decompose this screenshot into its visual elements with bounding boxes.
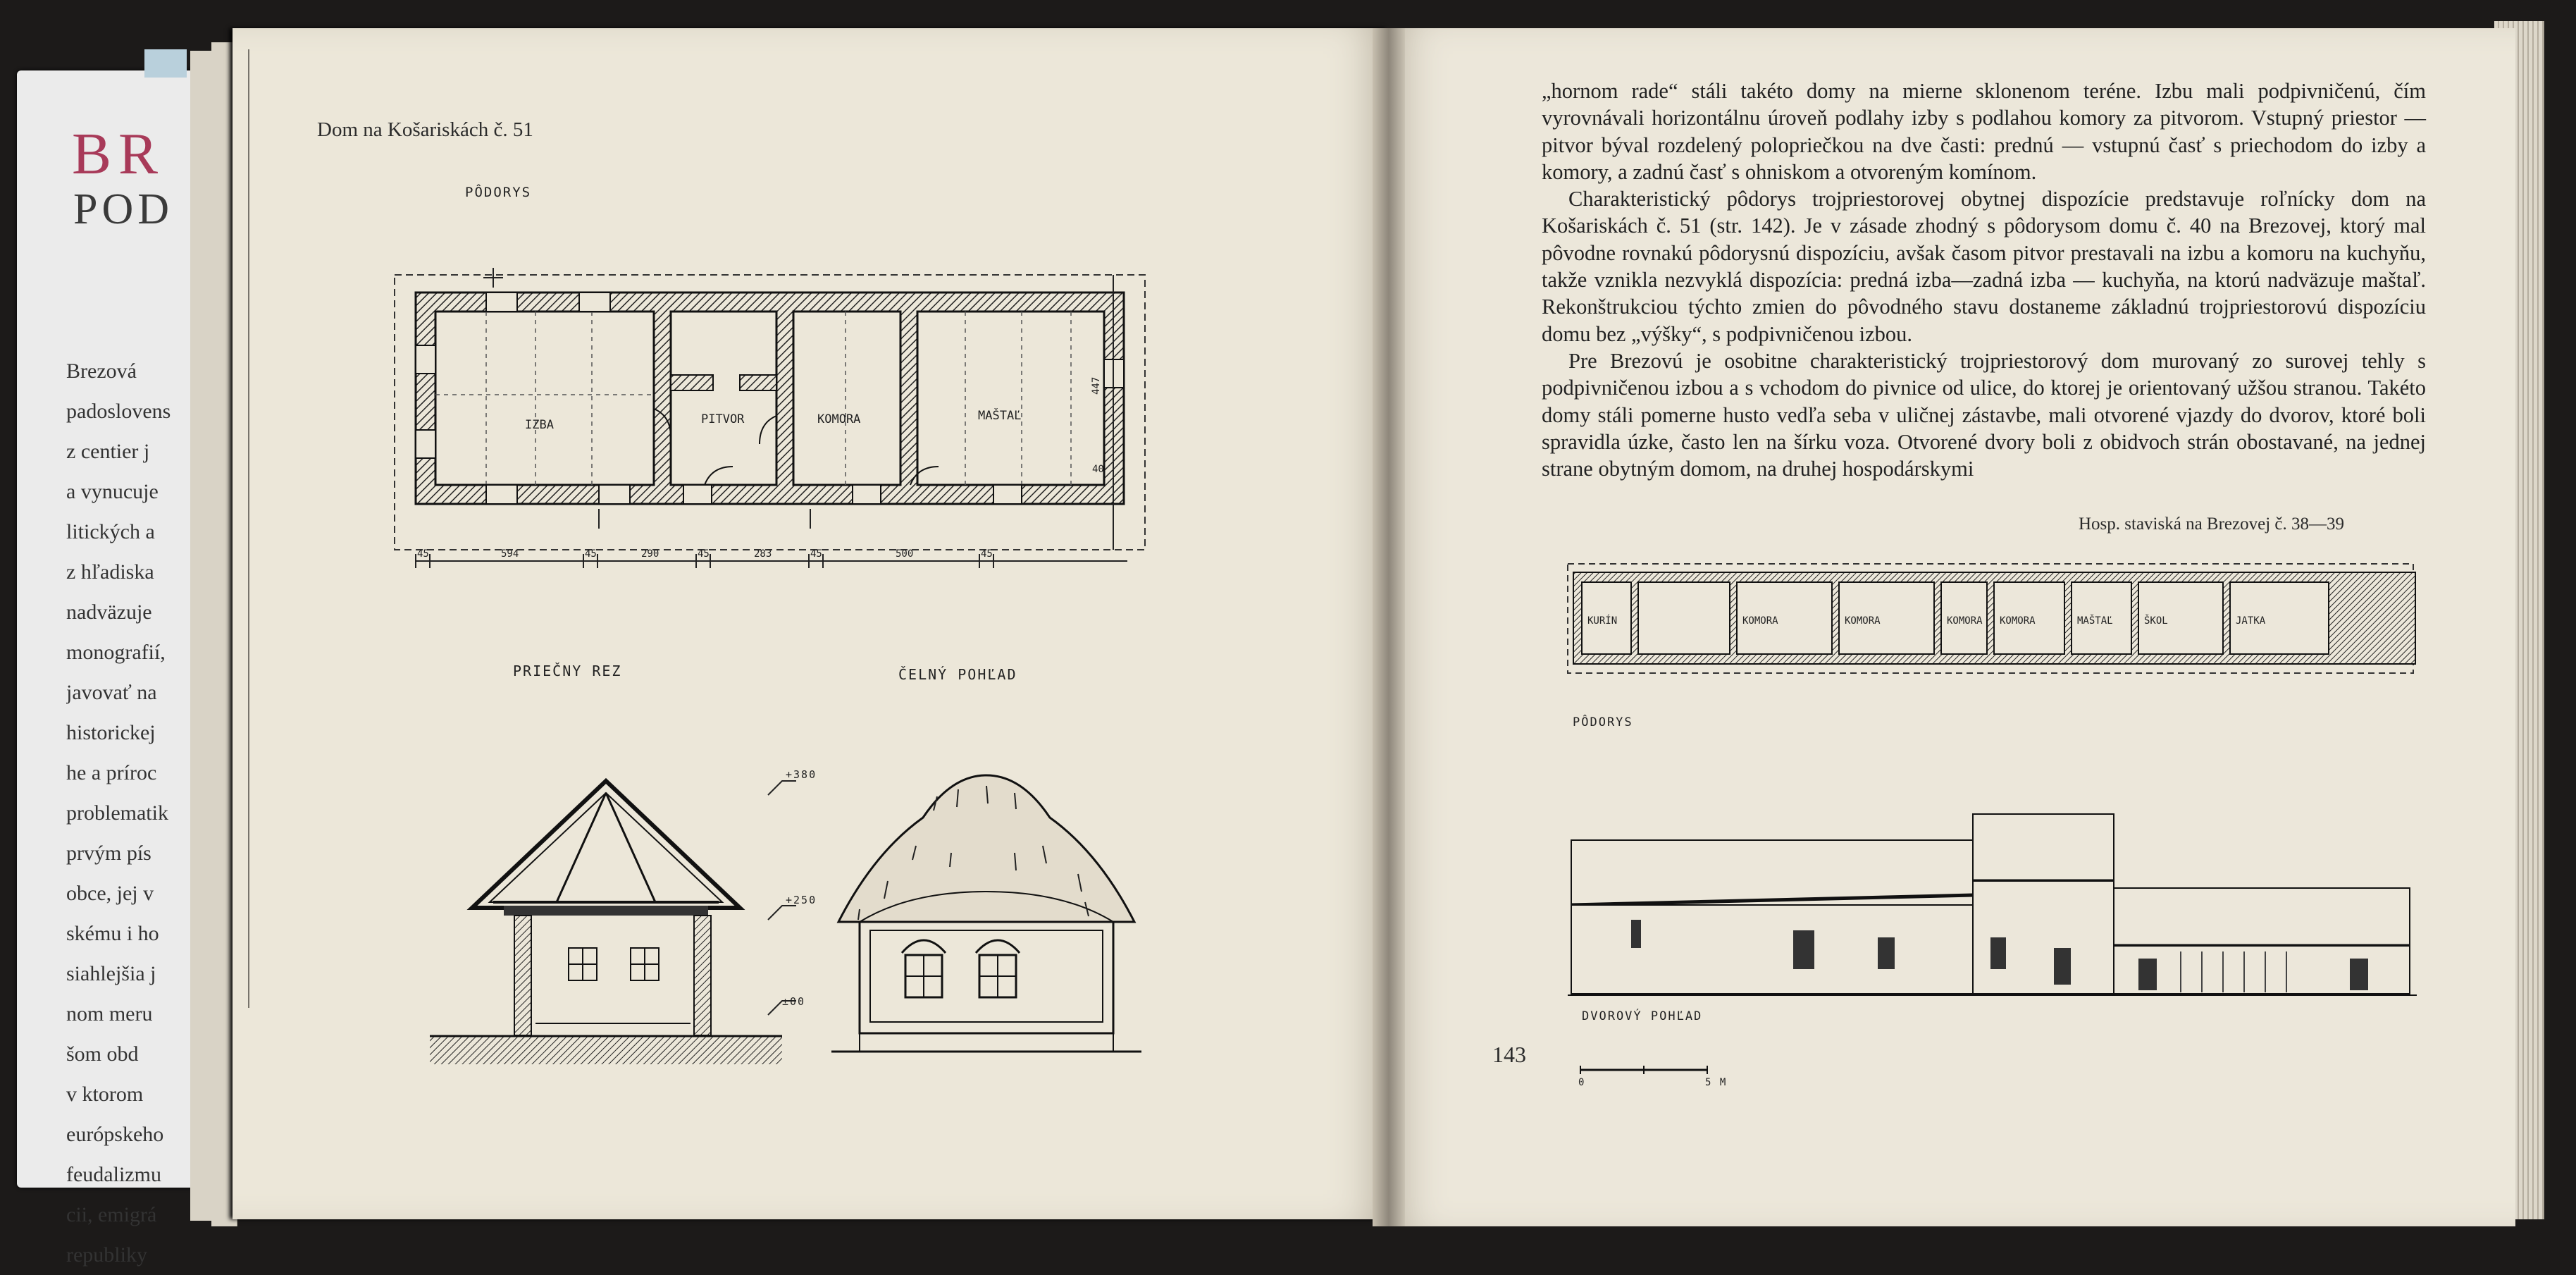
cover-blurb-line: historickej: [66, 721, 156, 744]
scale-end: 5 M: [1705, 1077, 1728, 1088]
farm-plan-room: [2138, 581, 2224, 655]
book-gutter: [1373, 28, 1405, 1226]
cross-section-drawing: [430, 777, 782, 1064]
cover-blurb-line: nadväzuje: [66, 600, 152, 624]
cover-blurb-line: he a príroc: [66, 761, 157, 784]
farm-plan-room-label: KOMORA: [1742, 615, 1778, 627]
farm-plan-room: [1637, 581, 1730, 655]
cover-blurb-line: monografií,: [66, 641, 166, 664]
cover-blurb-line: feudalizmu: [66, 1163, 161, 1186]
farm-plan-room: [2229, 581, 2329, 655]
room-label-pitvor: PITVOR: [701, 412, 745, 426]
cover-blurb-line: nom meru: [66, 1002, 153, 1025]
cover-title: BR: [72, 121, 166, 187]
cover-blurb: Brezová padoslovens z centier j a vynucuje l…: [66, 351, 207, 1275]
farm-plan-label: PÔDORYS: [1573, 715, 1633, 729]
side-dimension-2: 40: [1092, 464, 1104, 475]
cover-edge: [144, 49, 187, 78]
farm-plan-room-label: KURÍN: [1587, 615, 1617, 627]
cover-blurb-line: cii, emigrá: [66, 1203, 157, 1226]
dimension-label: 594: [501, 548, 519, 560]
page-margin-line: [248, 49, 249, 1008]
side-dimension: 447: [1091, 377, 1102, 395]
cover-blurb-line: európskeho: [66, 1123, 164, 1146]
paragraph-1: „hornom rade“ stáli takéto domy na miern…: [1542, 79, 2426, 184]
cover-blurb-line: javovať na: [66, 681, 157, 704]
dimension-label: 500: [896, 548, 913, 560]
cover-blurb-line: republiky: [66, 1243, 147, 1267]
room-label-mastal: MAŠTAĽ: [978, 407, 1021, 423]
cover-blurb-line: Brezová: [66, 359, 137, 383]
farm-plan-room-label: KOMORA: [1947, 615, 1983, 627]
dimension-line: 45 594 45 290 45 283 45 500 45: [415, 548, 1127, 568]
page-number: 143: [1492, 1042, 1526, 1067]
level-marker-middle: +250: [786, 894, 817, 906]
cover-blurb-line: a vynucuje: [66, 480, 159, 503]
cover-blurb-line: skému i ho: [66, 922, 159, 945]
scale-start: 0: [1578, 1077, 1586, 1088]
dimension-label: 45: [981, 548, 993, 560]
cover-subtitle: POD: [73, 185, 174, 233]
level-ticks: [767, 780, 796, 1016]
dimension-label: 45: [417, 548, 429, 560]
farm-plan-room: [1736, 581, 1833, 655]
cover-blurb-line: z hľadiska: [66, 560, 154, 584]
farm-plan-room: [1838, 581, 1935, 655]
body-text: „hornom rade“ stáli takéto domy na miern…: [1542, 78, 2426, 482]
farm-plan-room: [1940, 581, 1988, 655]
book-cover: BR POD Brezová padoslovens z centier j a vy…: [17, 70, 207, 1267]
cover-blurb-line: šom obd: [66, 1042, 139, 1066]
farm-plan-room: [1581, 581, 1632, 655]
dimension-label: 45: [585, 548, 597, 560]
scale-bar: [1580, 1066, 1708, 1074]
farm-plan-room-label: ŠKOL: [2144, 614, 2168, 627]
yard-view-label: DVOROVÝ POHĽAD: [1582, 1009, 1703, 1023]
paragraph-2: Charakteristický pôdorys trojpriestorove…: [1542, 187, 2426, 346]
figure-caption: Hosp. staviská na Brezovej č. 38—39: [2079, 515, 2345, 534]
section-label: PRIEČNY REZ: [513, 663, 622, 679]
cover-blurb-line: padoslovens: [66, 400, 171, 423]
cover-blurb-line: siahlejšia j: [66, 962, 156, 985]
dimension-label: 290: [641, 548, 659, 560]
plan-label: PÔDORYS: [465, 185, 532, 200]
running-title: Dom na Košariskách č. 51: [317, 118, 533, 141]
cover-blurb-line: prvým pís: [66, 842, 151, 865]
front-view-drawing: [831, 774, 1141, 1053]
farm-plan-room-label: KOMORA: [1845, 615, 1881, 627]
level-marker-top: +380: [786, 768, 817, 781]
farm-plan-room: [1993, 581, 2065, 655]
paragraph-3: Pre Brezovú je osobitne charakteristický…: [1542, 348, 2426, 481]
left-page: [233, 28, 1388, 1219]
cover-blurb-line: obce, jej v: [66, 882, 154, 905]
farm-plan-room-label: JATKA: [2236, 615, 2266, 627]
cover-blurb-line: problematik: [66, 801, 168, 825]
floor-plan-drawing: IZBA PITVOR KOMORA MAŠTAĽ 447 40: [394, 268, 1146, 550]
room-label-izba: IZBA: [525, 418, 554, 432]
dimension-label: 45: [698, 548, 710, 560]
cover-blurb-line: z centier j: [66, 440, 150, 463]
front-view-label: ČELNÝ POHĽAD: [898, 666, 1017, 683]
cover-blurb-line: v ktorom: [66, 1083, 144, 1106]
dimension-label: 45: [810, 548, 822, 560]
yard-elevation-drawing: [1568, 813, 2417, 996]
farm-plan-drawing: KURÍN KOMORA KOMORA KOMORA KOMORA MAŠTAĽ ŠKOL J…: [1567, 563, 2416, 674]
farm-plan-room: [2071, 581, 2132, 655]
dimension-label: 283: [754, 548, 772, 560]
room-label-komora: KOMORA: [817, 412, 860, 426]
farm-plan-room-label: MAŠTAĽ: [2077, 614, 2113, 627]
farm-plan-room-label: KOMORA: [2000, 615, 2036, 627]
cover-blurb-line: litických a: [66, 520, 155, 543]
